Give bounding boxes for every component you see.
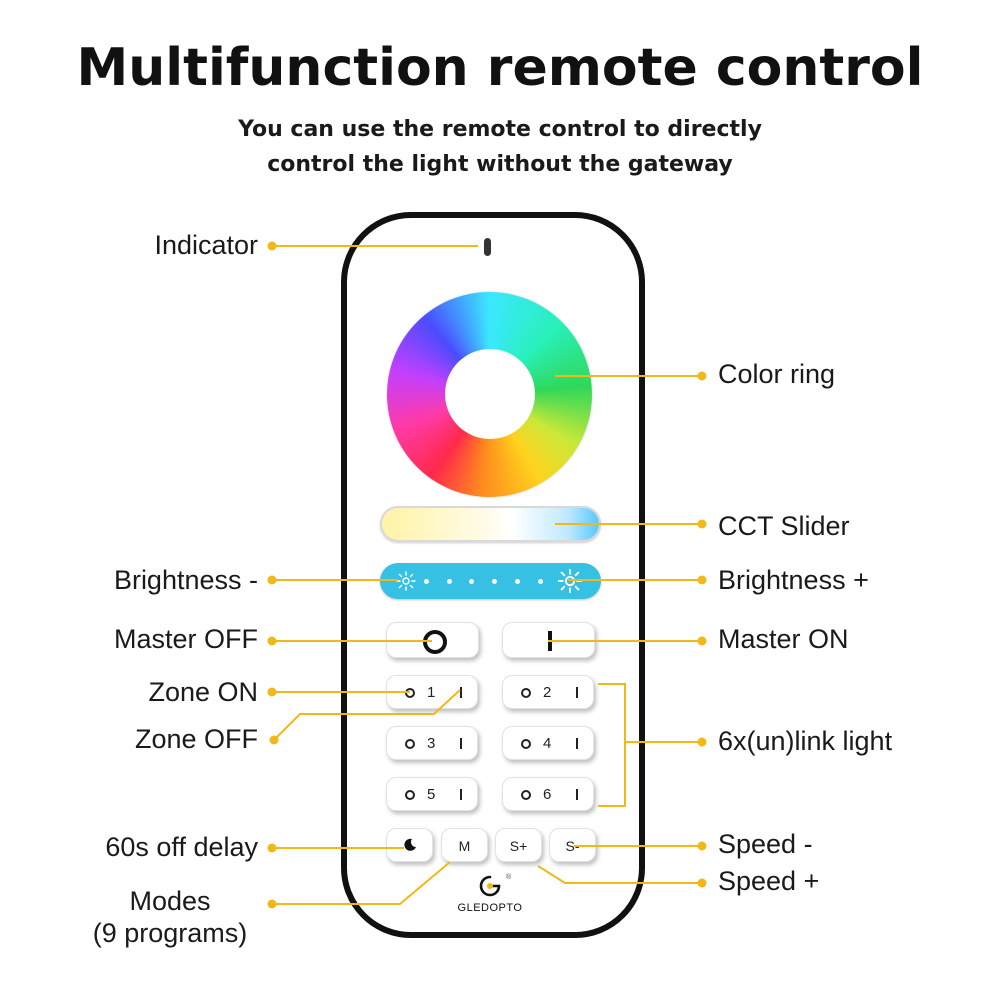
label-brightness-minus: Brightness - bbox=[113, 565, 258, 595]
zone-button-1[interactable]: 1 bbox=[386, 675, 478, 709]
cct-slider[interactable] bbox=[380, 506, 601, 542]
label-speed-plus: Speed + bbox=[718, 866, 820, 896]
power-on-icon bbox=[548, 631, 552, 651]
label-zone-off: Zone OFF bbox=[134, 724, 258, 754]
zone-off-icon[interactable] bbox=[521, 688, 531, 698]
brightness-step-dot bbox=[492, 579, 497, 584]
master-on-button[interactable] bbox=[502, 622, 595, 658]
mode-button[interactable]: M bbox=[441, 828, 488, 862]
brand-name: GLEDOPTO bbox=[457, 902, 523, 914]
zone-button-5[interactable]: 5 bbox=[386, 777, 478, 811]
brightness-high-icon[interactable] bbox=[558, 569, 582, 593]
label-speed-minus: Speed - bbox=[718, 829, 813, 859]
brightness-step-dot bbox=[447, 579, 452, 584]
zone-off-icon[interactable] bbox=[521, 739, 531, 749]
indicator-led bbox=[484, 238, 491, 256]
color-ring-center bbox=[445, 349, 535, 439]
zone-number: 3 bbox=[427, 735, 436, 752]
zone-off-icon[interactable] bbox=[405, 790, 415, 800]
zone-number: 2 bbox=[543, 684, 552, 701]
brightness-low-icon[interactable] bbox=[396, 571, 416, 591]
speed-plus-button[interactable]: S+ bbox=[495, 828, 542, 862]
label-off-delay: 60s off delay bbox=[105, 832, 258, 862]
registered-mark: ® bbox=[506, 874, 512, 881]
zone-on-icon[interactable] bbox=[576, 789, 578, 800]
label-modes-programs: (9 programs) bbox=[92, 918, 248, 948]
zone-on-icon[interactable] bbox=[460, 687, 462, 698]
label-cct-slider: CCT Slider bbox=[718, 511, 850, 541]
power-off-icon bbox=[423, 630, 447, 654]
zone-button-3[interactable]: 3 bbox=[386, 726, 478, 760]
page-title: Multifunction remote control bbox=[76, 38, 924, 98]
subtitle-line-1: You can use the remote control to direct… bbox=[238, 117, 762, 142]
zone-on-icon[interactable] bbox=[576, 687, 578, 698]
brightness-step-dot bbox=[469, 579, 474, 584]
brightness-slider[interactable] bbox=[380, 563, 601, 599]
zone-number: 4 bbox=[543, 735, 552, 752]
zone-number: 5 bbox=[427, 786, 436, 803]
speed-minus-button[interactable]: S- bbox=[549, 828, 596, 862]
label-master-on: Master ON bbox=[718, 624, 849, 654]
off-delay-button[interactable] bbox=[386, 828, 433, 862]
moon-icon bbox=[404, 838, 416, 851]
zone-off-icon[interactable] bbox=[521, 790, 531, 800]
zone-on-icon[interactable] bbox=[576, 738, 578, 749]
label-indicator: Indicator bbox=[154, 230, 258, 260]
label-master-off: Master OFF bbox=[113, 624, 258, 654]
zone-number: 1 bbox=[427, 684, 436, 701]
label-zone-on: Zone ON bbox=[148, 677, 258, 707]
subtitle-line-2: control the light without the gateway bbox=[267, 152, 733, 177]
master-off-button[interactable] bbox=[386, 622, 479, 658]
zone-number: 6 bbox=[543, 786, 552, 803]
label-modes: Modes bbox=[129, 886, 211, 916]
label-link-light: 6x(un)link light bbox=[718, 726, 893, 756]
label-color-ring: Color ring bbox=[718, 359, 836, 389]
brightness-step-dot bbox=[538, 579, 543, 584]
label-brightness-plus: Brightness + bbox=[718, 565, 869, 595]
zone-button-2[interactable]: 2 bbox=[502, 675, 594, 709]
zone-off-icon[interactable] bbox=[405, 739, 415, 749]
zone-on-icon[interactable] bbox=[460, 789, 462, 800]
zone-off-icon[interactable] bbox=[405, 688, 415, 698]
zone-on-icon[interactable] bbox=[460, 738, 462, 749]
zone-button-4[interactable]: 4 bbox=[502, 726, 594, 760]
gledopto-logo-icon bbox=[479, 875, 501, 897]
brightness-step-dot bbox=[515, 579, 520, 584]
zone-button-6[interactable]: 6 bbox=[502, 777, 594, 811]
brightness-step-dot bbox=[424, 579, 429, 584]
